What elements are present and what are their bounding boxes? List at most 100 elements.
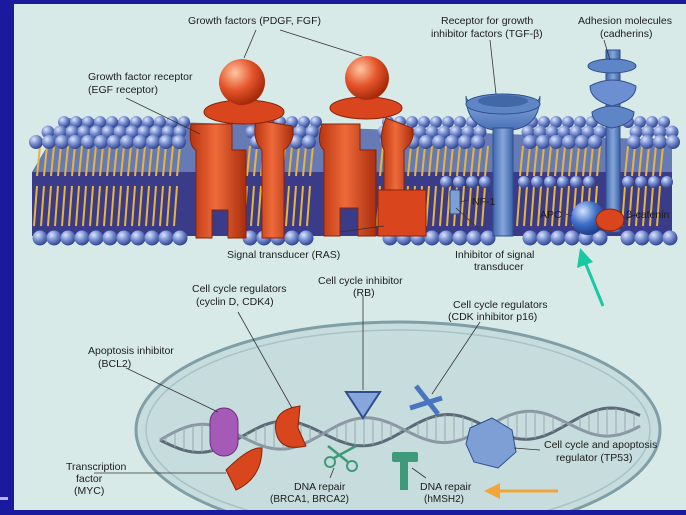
lipid-head-bead (523, 231, 538, 246)
lipid-head-bead (551, 231, 566, 246)
lipid-head-bead (432, 135, 446, 149)
lipid-head-bead (75, 231, 90, 246)
lipid-head-bead (467, 231, 482, 246)
lipid-head-bead (562, 135, 576, 149)
lipid-head-bead (445, 135, 459, 149)
lipid-head-bead (285, 231, 300, 246)
lipid-head-bead (621, 231, 636, 246)
lipid-head-bead (172, 135, 186, 149)
lipid-head-bead (531, 176, 543, 188)
lipid-head-bead (635, 231, 650, 246)
lipid-head-bead (145, 231, 160, 246)
label-cc-inhibitor-2: (RB) (353, 287, 375, 299)
growth-factor-ball-1 (219, 59, 265, 105)
label-signal-transducer: Signal transducer (RAS) (227, 249, 340, 261)
lipid-head-bead (453, 176, 465, 188)
lipid-head-bead (518, 176, 530, 188)
label-inhibitor-2: transducer (474, 261, 524, 273)
bcl2-protein (210, 408, 238, 456)
lipid-head-bead (565, 231, 580, 246)
label-apoptosis-inhibitor-1: Apoptosis inhibitor (88, 345, 174, 357)
beta-catenin-protein (596, 209, 624, 231)
lipid-head-bead (466, 176, 478, 188)
lipid-head-bead (649, 231, 664, 246)
lipid-head-bead (117, 231, 132, 246)
label-tp53-1: Cell cycle and apoptosis (544, 439, 657, 451)
lipid-head-bead (120, 135, 134, 149)
label-tgf-receptor-2: inhibitor factors (TGF-β) (431, 28, 543, 40)
label-growth-factors: Growth factors (PDGF, FGF) (188, 15, 321, 27)
lipid-head-bead (302, 135, 316, 149)
lipid-head-bead (661, 176, 673, 188)
lipid-head-bead (419, 135, 433, 149)
lipid-head-bead (575, 135, 589, 149)
label-cc-regulators-2: (cyclin D, CDK4) (196, 296, 274, 308)
lipid-head-bead (42, 135, 56, 149)
lipid-head-bead (537, 231, 552, 246)
label-adhesion-2: (cadherins) (600, 28, 653, 40)
lipid-head-bead (81, 135, 95, 149)
label-inhibitor-1: Inhibitor of signal (455, 249, 534, 261)
lipid-head-bead (458, 135, 472, 149)
lipid-head-bead (61, 231, 76, 246)
label-tgf-receptor-1: Receptor for growth (441, 15, 533, 27)
lipid-head-bead (94, 135, 108, 149)
label-apoptosis-inhibitor-2: (BCL2) (98, 358, 131, 370)
lipid-head-bead (439, 231, 454, 246)
lipid-head-bead (47, 231, 62, 246)
lipid-head-bead (107, 135, 121, 149)
lipid-head-bead (55, 135, 69, 149)
label-transcription-2: factor (76, 473, 103, 485)
lipid-head-bead (627, 135, 641, 149)
label-dna-repair-brca-1: DNA repair (294, 481, 346, 493)
label-tp53-2: regulator (TP53) (556, 452, 632, 464)
lipid-head-bead (635, 176, 647, 188)
lipid-head-bead (103, 231, 118, 246)
label-cc-inhibitor-1: Cell cycle inhibitor (318, 275, 403, 287)
lipid-head-bead (536, 135, 550, 149)
label-cc-regulators-1: Cell cycle regulators (192, 283, 287, 295)
lipid-head-bead (479, 176, 491, 188)
lipid-head-bead (89, 231, 104, 246)
label-dna-repair-hmsh-2: (hMSH2) (424, 494, 464, 505)
label-gf-receptor-2: (EGF receptor) (88, 84, 158, 96)
ras-signal-transducer (378, 190, 426, 236)
lipid-head-bead (570, 176, 582, 188)
lipid-head-bead (453, 231, 468, 246)
label-cdk-regulators-1: Cell cycle regulators (453, 299, 548, 311)
lipid-head-bead (544, 176, 556, 188)
lipid-head-bead (299, 231, 314, 246)
lipid-head-bead (471, 135, 485, 149)
lipid-head-bead (159, 135, 173, 149)
lipid-head-bead (653, 135, 667, 149)
lipid-head-bead (133, 135, 147, 149)
lipid-head-bead (131, 231, 146, 246)
lipid-head-bead (440, 176, 452, 188)
label-gf-receptor-1: Growth factor receptor (88, 71, 193, 83)
lipid-head-bead (663, 231, 678, 246)
label-transcription-3: (MYC) (74, 485, 104, 497)
lipid-head-bead (173, 231, 188, 246)
lipid-head-bead (588, 135, 602, 149)
label-transcription-1: Transcription (66, 461, 126, 473)
lipid-head-bead (666, 135, 680, 149)
label-dna-repair-brca-2: (BRCA1, BRCA2) (270, 494, 349, 505)
label-adhesion-1: Adhesion molecules (578, 15, 672, 27)
label-dna-repair-hmsh-1: DNA repair (420, 481, 472, 493)
lipid-head-bead (146, 135, 160, 149)
label-beta-catenin: β-catenin (626, 209, 670, 221)
lipid-head-bead (583, 176, 595, 188)
label-apc: APC (540, 209, 562, 221)
growth-factor-ball-2 (345, 56, 389, 100)
lipid-head-bead (29, 135, 43, 149)
lipid-head-bead (549, 135, 563, 149)
label-cdk-regulators-2: (CDK inhibitor p16) (448, 311, 537, 323)
lipid-head-bead (33, 231, 48, 246)
lipid-head-bead (68, 135, 82, 149)
lipid-head-bead (523, 135, 537, 149)
lipid-head-bead (425, 231, 440, 246)
lipid-head-bead (159, 231, 174, 246)
lipid-head-bead (557, 176, 569, 188)
